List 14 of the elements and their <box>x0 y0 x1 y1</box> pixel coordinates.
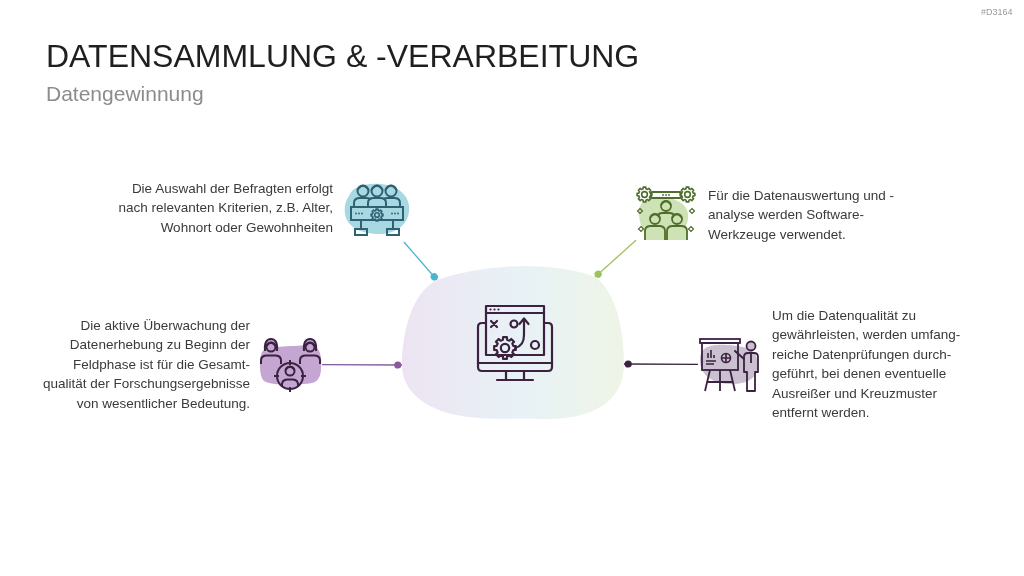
slide-title: DATENSAMMLUNG & -VERARBEITUNG <box>46 40 640 72</box>
description-text: Für die Datenauswertung und - analyse werden Software- Werkzeuge verwendet. <box>708 187 896 244</box>
description-text: Die aktive Überwachung der Datenerhebung zu Beginn der Feldphase ist für die Gesamt- qualität der Forschungsergebnisse von wesentlicher Bedeutung. <box>41 317 250 413</box>
team-gears-icon <box>636 185 696 242</box>
connector-line <box>403 241 438 281</box>
description-text: Die Auswahl der Befragten erfolgt nach relevanten Kriterien, z.B. Alter, Wohnort oder Gewohnheiten <box>117 180 333 237</box>
connector-line <box>594 239 637 278</box>
presenter-chart-icon <box>698 336 761 393</box>
reference-code: #D3164 <box>981 8 1013 17</box>
target-person-icon <box>259 336 322 393</box>
description-text: Um die Datenqualität zu gewährleisten, werden umfang- reiche Datenprüfungen durch- geführt, bei denen eventuelle Ausreißer und Kreuzmuster entfernt werden. <box>772 307 962 423</box>
connector-line <box>321 361 403 369</box>
connector-line <box>623 360 699 368</box>
slide-subtitle: Datengewinnung <box>46 83 204 104</box>
